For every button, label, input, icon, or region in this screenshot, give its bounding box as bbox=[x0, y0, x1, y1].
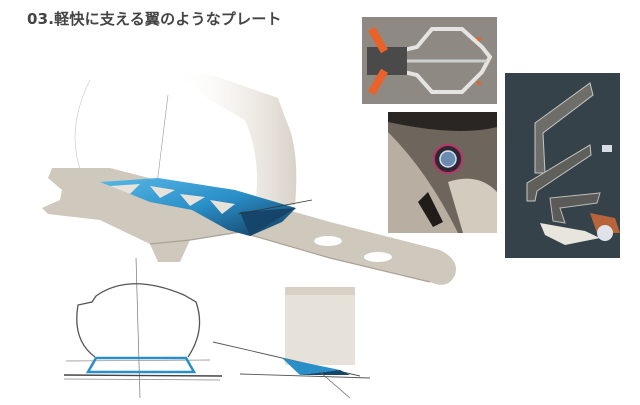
chassis-photo bbox=[362, 17, 497, 104]
interior-photo bbox=[388, 112, 497, 233]
main-concept-sketch bbox=[30, 60, 490, 290]
front-view-sketch bbox=[62, 255, 222, 400]
wing-render-photo bbox=[505, 73, 620, 258]
slide-title: 03.軽快に支える翼のようなプレート bbox=[27, 10, 282, 28]
side-view-sketch bbox=[205, 280, 405, 400]
